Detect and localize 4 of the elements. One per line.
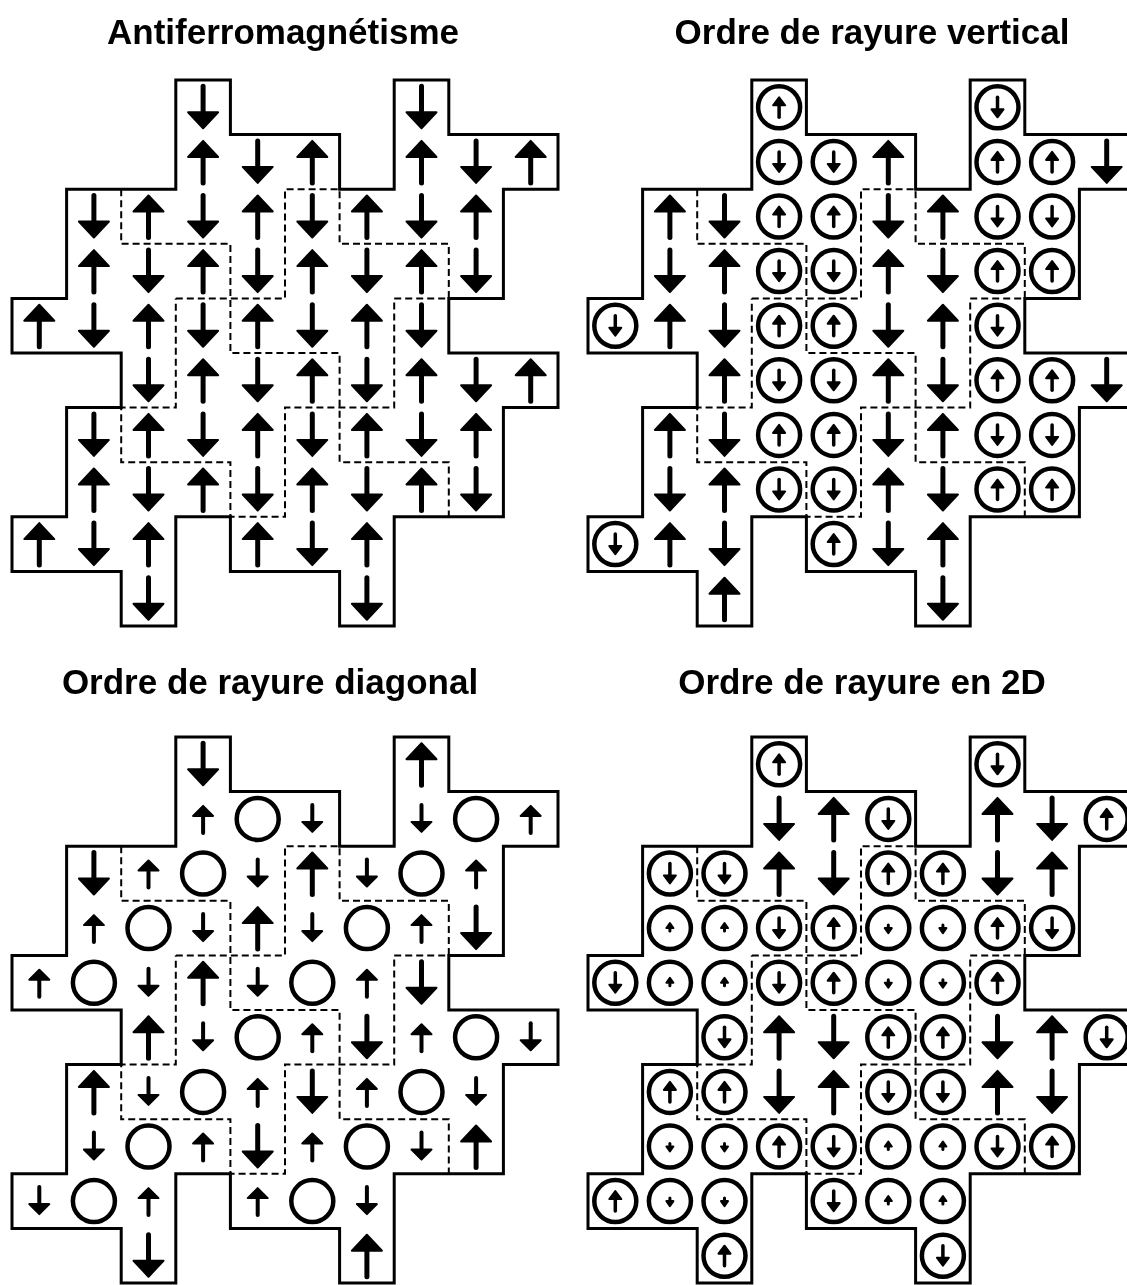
panel-title: Antiferromagnétisme bbox=[107, 12, 459, 52]
panel-title: Ordre de rayure vertical bbox=[674, 12, 1070, 52]
panel-title: Ordre de rayure en 2D bbox=[678, 662, 1046, 702]
panel-title: Ordre de rayure diagonal bbox=[61, 662, 479, 702]
